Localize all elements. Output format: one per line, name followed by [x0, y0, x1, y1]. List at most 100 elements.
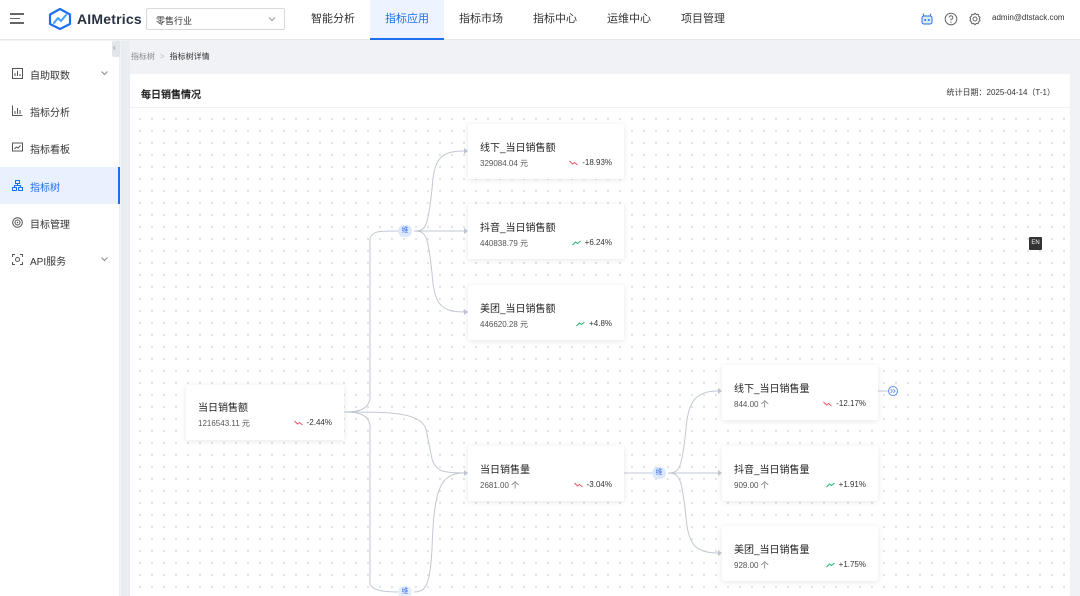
panel-header: 每日销售情况 统计日期：2025-04-14（T-1） — [130, 74, 1070, 108]
sidebar-item-api-service[interactable]: API服务 — [0, 241, 120, 278]
metric-node-trend: +6.24% — [571, 238, 612, 247]
link-dim-to-channel-volume-2 — [667, 472, 719, 554]
industry-select-value: 零售行业 — [156, 16, 193, 26]
trend-down-icon — [293, 420, 303, 425]
metric-node-change: -2.44% — [306, 418, 332, 427]
arrowhead — [718, 388, 722, 394]
sidebar-item-target-management[interactable]: 目标管理 — [0, 204, 120, 241]
trend-up-icon — [825, 482, 835, 487]
metric-node-change: +6.24% — [584, 238, 612, 247]
arrowhead — [718, 550, 722, 556]
sidebar-collapse-button[interactable]: ‹ — [112, 41, 120, 57]
metric-node-title: 美团_当日销售量 — [734, 545, 810, 556]
language-toggle-button[interactable]: EN — [1029, 237, 1042, 250]
link-root-to-lower-dim — [343, 411, 399, 593]
trend-up-icon — [571, 240, 581, 245]
industry-select[interactable]: 零售行业 — [146, 8, 285, 30]
analysis-icon — [12, 105, 23, 116]
tree-links — [343, 148, 888, 593]
user-account[interactable]: admin@dtstack.com — [992, 13, 1065, 22]
breadcrumb-link-metric-tree[interactable]: 指标树 — [131, 52, 155, 61]
sidebar-item-metric-analysis[interactable]: 指标分析 — [0, 92, 120, 129]
metric-tree-panel: 每日销售情况 统计日期：2025-04-14（T-1） — [130, 74, 1070, 596]
dimension-badge-channel-sales[interactable]: 维 — [398, 225, 412, 237]
trend-up-icon — [825, 562, 835, 567]
double-chevron-right-icon — [890, 388, 896, 394]
panel-title: 每日销售情况 — [141, 90, 201, 101]
nav-item-metric-application[interactable]: 指标应用 — [370, 0, 444, 40]
link-dim-to-channel-volume-0 — [667, 390, 719, 474]
metric-node-value: 844.00 个 — [734, 400, 769, 409]
sidebar-item-metric-tree[interactable]: 指标树 — [0, 167, 120, 204]
settings-icon[interactable] — [968, 12, 982, 26]
help-icon[interactable] — [944, 12, 958, 26]
trend-down-icon — [823, 401, 833, 406]
tree-icon — [12, 180, 23, 191]
chevron-down-icon — [101, 71, 108, 76]
nav-item-project-management[interactable]: 项目管理 — [681, 13, 725, 25]
metric-node-change: -18.93% — [582, 158, 612, 167]
nav-item-intelligent-analysis[interactable]: 智能分析 — [311, 13, 355, 25]
link-lower-dim-to-volume — [413, 472, 465, 593]
metric-node-value: 440838.79 元 — [480, 239, 529, 248]
trend-up-icon — [576, 321, 585, 326]
arrowhead — [464, 309, 468, 315]
trend-down-icon — [573, 482, 583, 487]
link-dim-to-channel-sales-0 — [413, 150, 465, 232]
sidebar-item-self-service[interactable]: 自助取数 — [0, 55, 120, 92]
metric-node-trend: -18.93% — [569, 158, 612, 167]
breadcrumb-current: 指标树详情 — [169, 52, 210, 61]
arrowhead — [464, 228, 468, 234]
nav-item-ops-center[interactable]: 运维中心 — [607, 13, 651, 25]
link-dim-to-channel-sales-2 — [413, 230, 465, 313]
metric-node-value: 2681.00 个 — [480, 481, 520, 490]
metric-node-value: 909.00 个 — [734, 481, 769, 490]
aimetrics-logo — [48, 8, 72, 30]
metric-node-change: +1.91% — [838, 480, 866, 489]
metric-node-douyin-volume[interactable]: 抖音_当日销售量 909.00 个 +1.91% — [722, 446, 878, 501]
expand-node-button[interactable] — [888, 386, 898, 396]
chevron-down-icon — [101, 257, 108, 262]
sidebar-item-metric-dashboard[interactable]: 指标看板 — [0, 129, 120, 166]
metric-node-douyin-sales[interactable]: 抖音_当日销售额 440838.79 元 +6.24% — [468, 204, 624, 259]
metric-node-sales-volume[interactable]: 当日销售量 2681.00 个 -3.04% — [468, 446, 624, 501]
metric-node-title: 抖音_当日销售额 — [480, 223, 556, 234]
dashboard-icon — [12, 142, 23, 152]
metric-node-title: 抖音_当日销售量 — [734, 465, 810, 476]
main-nav: 智能分析 指标应用 指标市场 指标中心 运维中心 项目管理 — [296, 0, 740, 40]
link-root-to-volume — [343, 411, 465, 474]
link-root-to-channel-dim — [343, 230, 399, 413]
dimension-badge-channel-volume[interactable]: 维 — [652, 467, 666, 479]
metric-node-change: -3.04% — [586, 480, 612, 489]
metric-node-change: -12.17% — [836, 399, 866, 408]
metric-node-change: +4.8% — [589, 319, 612, 328]
metric-node-offline-sales[interactable]: 线下_当日销售额 329084.04 元 -18.93% — [468, 124, 624, 179]
metric-node-change: +1.75% — [838, 560, 866, 569]
target-icon — [12, 217, 23, 228]
sidebar-item-label: 自助取数 — [30, 71, 70, 82]
dimension-badge-lower[interactable]: 维 — [398, 586, 412, 596]
arrowhead — [464, 148, 468, 154]
metric-node-trend: -12.17% — [823, 399, 866, 408]
nav-item-metric-market[interactable]: 指标市场 — [459, 13, 503, 25]
metric-node-value: 1216543.11 元 — [198, 419, 250, 428]
metric-node-title: 线下_当日销售量 — [734, 384, 810, 395]
robot-icon[interactable] — [920, 12, 934, 26]
top-bar: AIMetrics 零售行业 智能分析 指标应用 指标市场 指标中心 运维中心 … — [0, 0, 1080, 40]
metric-node-trend: +1.75% — [825, 560, 866, 569]
sidebar-item-label: 指标看板 — [30, 145, 70, 156]
self-service-icon — [12, 68, 23, 79]
metric-node-value: 928.00 个 — [734, 561, 769, 570]
menu-toggle-icon[interactable] — [10, 13, 24, 25]
metric-node-trend: +1.91% — [825, 480, 866, 489]
metric-node-offline-volume[interactable]: 线下_当日销售量 844.00 个 -12.17% — [722, 365, 878, 420]
metric-node-meituan-sales[interactable]: 美团_当日销售额 446620.28 元 +4.8% — [468, 285, 624, 340]
metric-node-root[interactable]: 当日销售额 1216543.11 元 -2.44% — [186, 385, 344, 440]
metric-node-title: 美团_当日销售额 — [480, 304, 556, 315]
breadcrumb: 指标树>指标树详情 — [131, 51, 210, 62]
metric-node-trend: -2.44% — [293, 418, 332, 427]
nav-item-metric-center[interactable]: 指标中心 — [533, 13, 577, 25]
api-icon — [12, 254, 23, 265]
metric-node-meituan-volume[interactable]: 美团_当日销售量 928.00 个 +1.75% — [722, 526, 878, 581]
tree-canvas[interactable]: 维 维 维 当日销售额 1216543.11 元 -2.44% 线下_当日销售额… — [130, 109, 1070, 596]
